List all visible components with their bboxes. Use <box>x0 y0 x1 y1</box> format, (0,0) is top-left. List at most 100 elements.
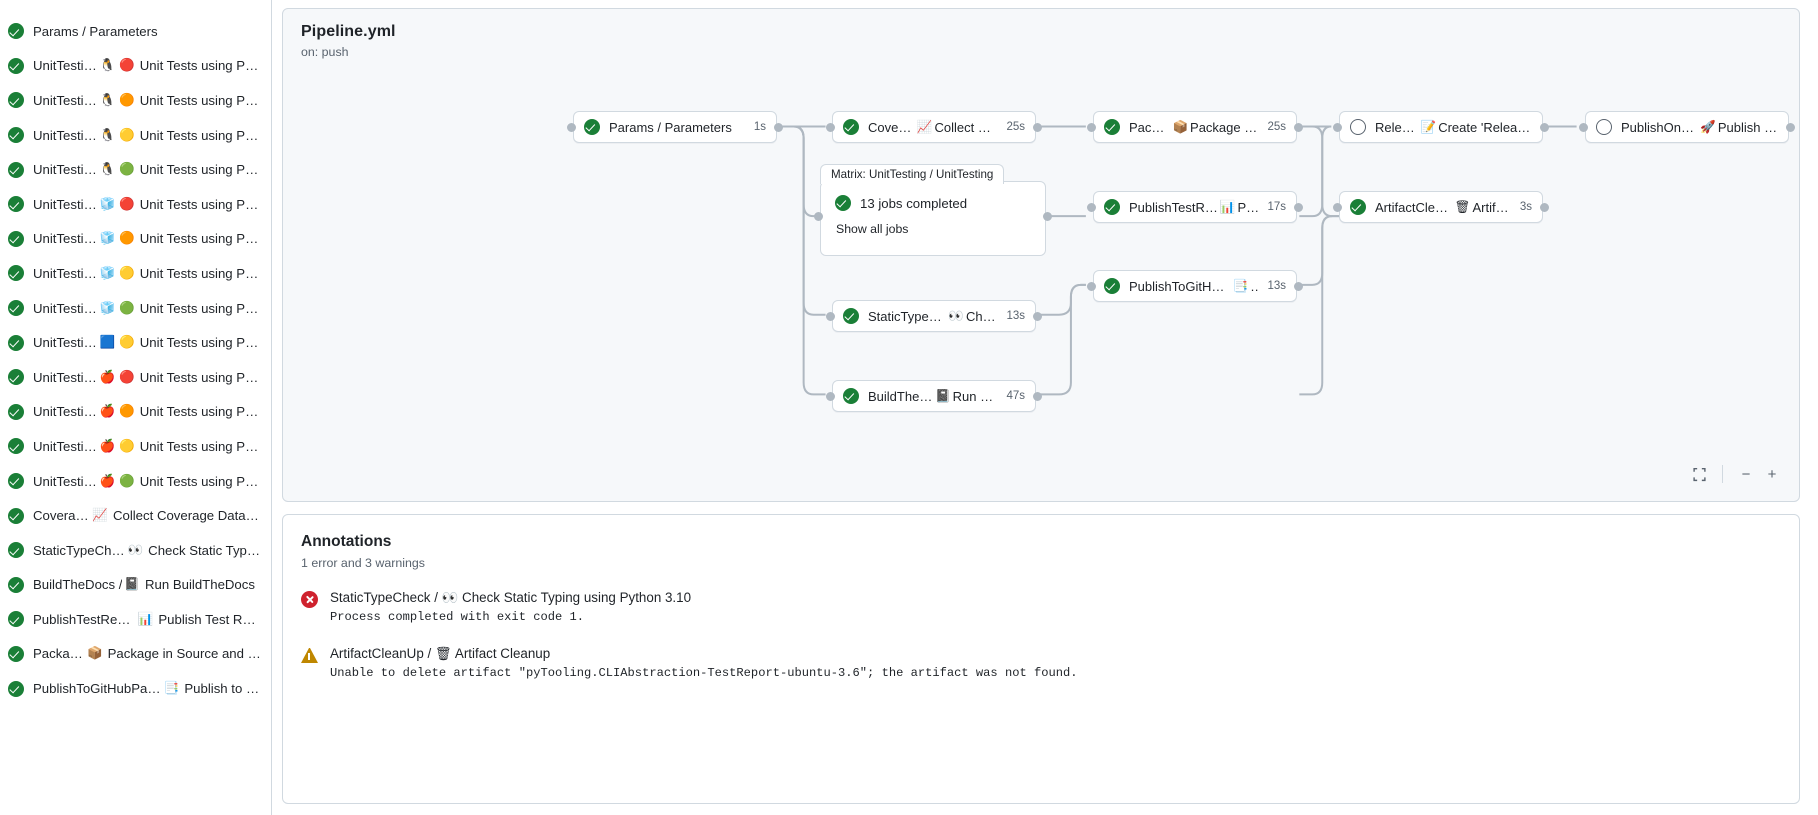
graph-node-label: StaticTypeCheck / <box>868 308 946 324</box>
sidebar-job-item[interactable]: UnitTesting /🐧🟠Unit Tests using Pyth… <box>0 83 271 118</box>
sidebar-job-item[interactable]: PublishTestResults /📊Publish Test Resu… <box>0 602 271 637</box>
node-input-port <box>1333 202 1342 212</box>
job-emoji-icon: 🍎 <box>99 473 116 488</box>
sidebar-job-item[interactable]: UnitTesting /🍎🟡Unit Tests using Pyth… <box>0 429 271 464</box>
sidebar-job-item[interactable]: BuildTheDocs /📓Run BuildTheDocs <box>0 568 271 603</box>
check-circle-icon <box>8 369 24 386</box>
sidebar-job-item[interactable]: UnitTesting /🧊🟢Unit Tests using Pyth… <box>0 291 271 326</box>
check-circle-icon <box>8 542 24 559</box>
sidebar-job-item[interactable]: UnitTesting /🐧🟢Unit Tests using Pyth… <box>0 152 271 187</box>
graph-node-step-label: Collect Cove… <box>934 119 998 135</box>
job-emoji-icon: 🟡 <box>119 265 135 280</box>
sidebar-job-label: UnitTesting / <box>33 300 98 316</box>
job-emoji-icon: 👀 <box>127 542 144 557</box>
sidebar-job-label: Coverage / <box>33 508 91 524</box>
sidebar-job-item[interactable]: Params / Parameters <box>0 14 271 49</box>
sidebar-job-step-label: Unit Tests using Pyth… <box>139 404 261 420</box>
check-circle-icon <box>8 23 24 40</box>
sidebar-job-item[interactable]: UnitTesting /🍎🟠Unit Tests using Pyth… <box>0 395 271 430</box>
graph-node-label: Params / Parameters <box>609 119 732 135</box>
graph-node-statictypecheck[interactable]: StaticTypeCheck /👀Chec…13s <box>832 300 1036 332</box>
job-emoji-icon: 🍎 <box>99 369 116 384</box>
sidebar-job-item[interactable]: UnitTesting /🧊🔴Unit Tests using Pyth… <box>0 187 271 222</box>
annotation-title: ArtifactCleanUp / 🗑 Artifact Cleanup <box>330 646 551 661</box>
graph-node-emoji-icon: 📦 <box>1172 119 1189 134</box>
graph-canvas[interactable]: Params / Parameters1sCoverage /📈Collect … <box>283 9 1799 501</box>
sidebar-job-step-label: Unit Tests using Pyth… <box>139 231 261 247</box>
job-emoji-icon: 🔴 <box>119 369 135 384</box>
graph-node-label: ArtifactCleanUp / <box>1375 199 1453 215</box>
sidebar-job-step-label: Unit Tests using Pyth… <box>139 196 261 212</box>
check-circle-icon <box>1104 119 1120 135</box>
check-circle-icon <box>8 92 24 109</box>
check-circle-icon <box>8 196 24 213</box>
graph-node-package[interactable]: Package /📦Package in So…25s <box>1093 111 1297 143</box>
check-circle-icon <box>8 576 24 593</box>
sidebar-job-item[interactable]: UnitTesting /🧊🟠Unit Tests using Pyth… <box>0 222 271 257</box>
graph-node-emoji-icon: 🗑 <box>1454 199 1471 214</box>
graph-node-publishtestresults[interactable]: PublishTestResults /📊Pu…17s <box>1093 191 1297 223</box>
graph-node-duration: 25s <box>1006 121 1025 133</box>
check-circle-icon <box>1104 199 1120 215</box>
sidebar-job-label: UnitTesting / <box>33 196 98 212</box>
check-circle-icon <box>8 438 24 455</box>
node-output-port <box>1786 122 1795 132</box>
sidebar-job-item[interactable]: UnitTesting /🐧🔴Unit Tests using Pyth… <box>0 49 271 84</box>
graph-node-buildthedocs[interactable]: BuildTheDocs /📓Run Buil…47s <box>832 380 1036 412</box>
fullscreen-icon[interactable] <box>1688 463 1710 485</box>
graph-node-publishtogithubpages[interactable]: PublishToGitHubPages /📑…13s <box>1093 270 1297 302</box>
matrix-group[interactable]: Matrix: UnitTesting / UnitTesting 13 jobs… <box>820 164 1046 256</box>
job-emoji-icon: 🟢 <box>119 473 135 488</box>
graph-node-publishonpypi[interactable]: PublishOnPyPI /🚀Publish to … <box>1585 111 1789 143</box>
zoom-in-button[interactable]: + <box>1767 465 1777 483</box>
job-emoji-icon: 🟡 <box>119 127 135 142</box>
annotations-title: Annotations <box>301 533 392 550</box>
sidebar-job-item[interactable]: Package /📦Package in Source and Wh… <box>0 637 271 672</box>
job-emoji-icon: 🧊 <box>99 300 116 315</box>
check-circle-icon <box>1350 199 1366 215</box>
pending-circle-icon <box>1350 119 1366 135</box>
sidebar-job-item[interactable]: UnitTesting /🍎🟢Unit Tests using Pyth… <box>0 464 271 499</box>
graph-node-emoji-icon: 📈 <box>916 119 933 134</box>
sidebar-job-item[interactable]: UnitTesting /🧊🟡Unit Tests using Pyth… <box>0 256 271 291</box>
sidebar-job-item[interactable]: PublishToGitHubPages /📑Publish to G… <box>0 671 271 706</box>
graph-node-label: BuildTheDocs / <box>868 388 933 404</box>
node-output-port <box>1033 391 1042 401</box>
warning-icon <box>301 648 318 663</box>
node-output-port <box>1033 122 1042 132</box>
job-emoji-icon: 🟡 <box>119 335 135 350</box>
sidebar-job-item[interactable]: UnitTesting /🐧🟡Unit Tests using Pyth… <box>0 118 271 153</box>
node-input-port <box>826 311 835 321</box>
sidebar-job-item[interactable]: Coverage /📈Collect Coverage Data usi… <box>0 498 271 533</box>
graph-node-emoji-icon: 📓 <box>935 388 951 403</box>
graph-node-release[interactable]: Release /📝Create 'Release P… <box>1339 111 1543 143</box>
check-circle-icon <box>843 308 859 324</box>
sidebar-job-label: UnitTesting / <box>33 162 98 178</box>
zoom-out-button[interactable]: − <box>1741 465 1751 483</box>
node-output-port <box>1294 122 1303 132</box>
graph-node-duration: 3s <box>1519 201 1532 213</box>
graph-node-duration: 13s <box>1006 310 1025 322</box>
graph-node-artifactcleanup[interactable]: ArtifactCleanUp /🗑Artifac…3s <box>1339 191 1543 223</box>
matrix-input-port <box>814 212 823 221</box>
show-all-jobs-link[interactable]: Show all jobs <box>836 222 909 236</box>
job-emoji-icon: 🔴 <box>119 58 135 73</box>
node-output-port <box>1294 202 1303 212</box>
zoom-controls[interactable]: − + <box>1688 463 1783 485</box>
sidebar-job-step-label: Unit Tests using Pyth… <box>139 369 261 385</box>
sidebar-job-item[interactable]: UnitTesting /🍎🔴Unit Tests using Pyth… <box>0 360 271 395</box>
sidebar-job-step-label: Unit Tests using Pyth… <box>139 265 261 281</box>
job-emoji-icon: 🔴 <box>119 196 135 211</box>
sidebar-job-item[interactable]: StaticTypeCheck /👀Check Static Typing… <box>0 533 271 568</box>
graph-node-coverage[interactable]: Coverage /📈Collect Cove…25s <box>832 111 1036 143</box>
matrix-summary-row: 13 jobs completed <box>835 195 1031 211</box>
job-emoji-icon: 🍎 <box>99 404 116 419</box>
check-circle-icon <box>8 161 24 178</box>
job-emoji-icon: 🟡 <box>119 438 135 453</box>
matrix-group-tab: Matrix: UnitTesting / UnitTesting <box>820 164 1005 184</box>
sidebar-job-item[interactable]: UnitTesting /🟦🟡Unit Tests using Pyth… <box>0 325 271 360</box>
sidebar-job-label: UnitTesting / <box>33 92 98 108</box>
sidebar-job-step-label: Package in Source and Wh… <box>107 646 261 662</box>
